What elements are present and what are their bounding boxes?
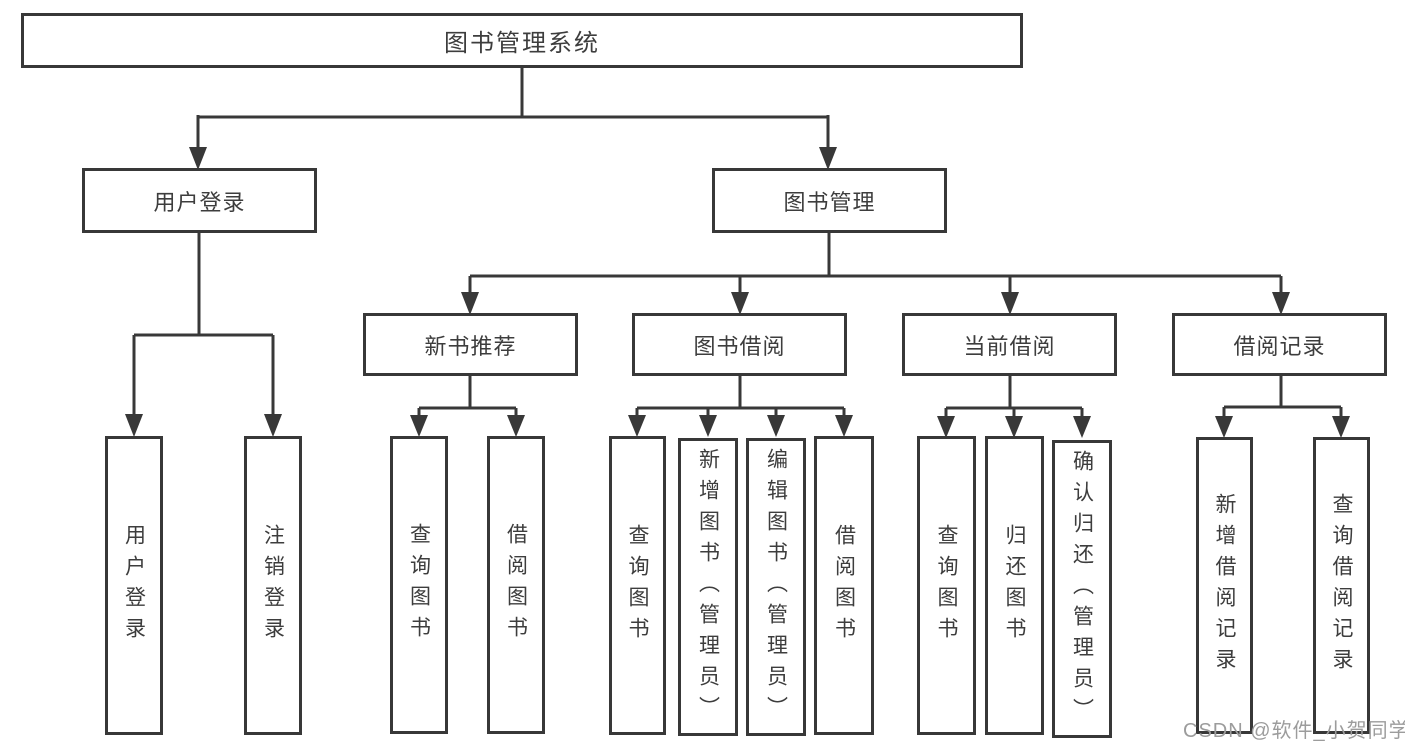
- leaf-user-login: 用户登录: [105, 436, 163, 735]
- node-book-borrow: 图书借阅: [632, 313, 847, 376]
- leaf-recommend-borrow-books: 借阅图书: [487, 436, 545, 734]
- leaf-borrow-borrow-books: 借阅图书: [814, 436, 874, 735]
- leaf-recommend-query-books: 查询图书: [390, 436, 448, 734]
- leaf-current-confirm-return-admin: 确认归还（管理员）: [1052, 440, 1112, 738]
- leaf-record-add-borrow-record: 新增借阅记录: [1196, 437, 1253, 734]
- node-current-borrow: 当前借阅: [902, 313, 1117, 376]
- node-user-login: 用户登录: [82, 168, 317, 233]
- leaf-record-query-borrow-record: 查询借阅记录: [1313, 437, 1370, 734]
- leaf-logout: 注销登录: [244, 436, 302, 735]
- node-book-management: 图书管理: [712, 168, 947, 233]
- leaf-current-query-books: 查询图书: [917, 436, 976, 735]
- leaf-borrow-query-books: 查询图书: [609, 436, 666, 735]
- node-new-book-recommend: 新书推荐: [363, 313, 578, 376]
- leaf-current-return-books: 归还图书: [985, 436, 1044, 735]
- leaf-borrow-edit-books-admin: 编辑图书（管理员）: [746, 438, 806, 736]
- csdn-watermark: CSDN @软件_小贺同学: [1183, 720, 1405, 742]
- node-borrow-record: 借阅记录: [1172, 313, 1387, 376]
- node-library-system: 图书管理系统: [21, 13, 1023, 68]
- leaf-borrow-add-books-admin: 新增图书（管理员）: [678, 438, 738, 736]
